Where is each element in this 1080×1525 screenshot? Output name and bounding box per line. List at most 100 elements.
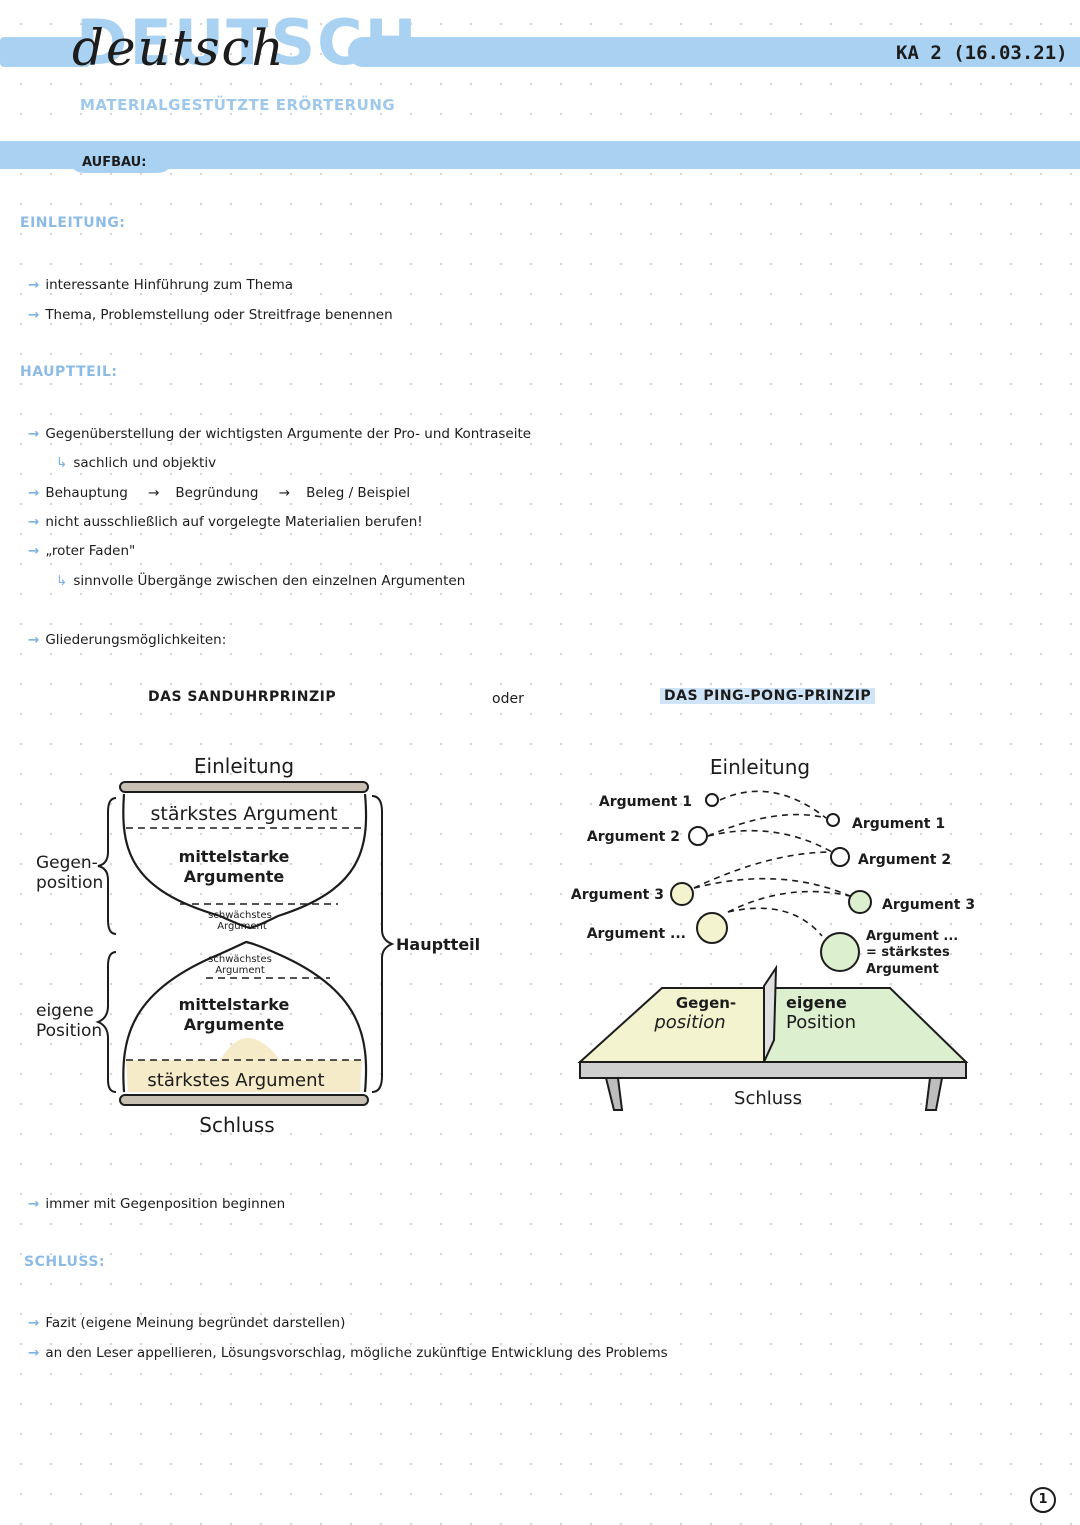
arrow-right-icon: → xyxy=(28,514,40,530)
ball-icon xyxy=(670,882,694,906)
einleitung-item: →Thema, Problemstellung oder Streitfrage… xyxy=(28,307,393,323)
pingpong-right-last-2: = stärkstes xyxy=(866,945,950,960)
hauptteil-brace xyxy=(371,795,395,1093)
pingpong-left-arg: Argument 3 xyxy=(571,887,664,903)
sanduhr-eigene-1: eigene xyxy=(36,1001,94,1021)
table-net xyxy=(763,964,778,1063)
schluss-heading: SCHLUSS: xyxy=(24,1254,105,1270)
sanduhr-title: DAS SANDUHRPRINZIP xyxy=(148,689,337,705)
pingpong-right-last-1: Argument ... xyxy=(866,929,958,944)
sanduhr-mid-top-1: mittelstarke xyxy=(179,847,290,866)
pingpong-title: DAS PING-PONG-PRINZIP xyxy=(660,688,876,704)
sand-pile xyxy=(220,1037,280,1060)
pingpong-right-arg: Argument 1 xyxy=(852,816,945,832)
arrow-return-icon: ↳ xyxy=(56,573,68,589)
hauptteil-item: →Gliederungsmöglichkeiten: xyxy=(28,632,227,648)
hourglass-upper-glass xyxy=(122,793,368,930)
pingpong-schluss: Schluss xyxy=(734,1088,802,1109)
aufbau-pill: AUFBAU: xyxy=(68,141,174,173)
table-leg xyxy=(604,1077,624,1111)
trajectory-line xyxy=(707,829,833,853)
arrow-right-icon: → xyxy=(28,1196,40,1212)
arrow-right-icon: → xyxy=(28,543,40,559)
hourglass-top-bar xyxy=(119,781,369,793)
pingpong-right-last-3: Argument xyxy=(866,962,939,977)
table-edge xyxy=(579,1061,967,1079)
sanduhr-eigene-2: Position xyxy=(36,1021,102,1041)
ball-icon xyxy=(848,890,872,914)
schluss-item: →an den Leser appellieren, Lösungsvorsch… xyxy=(28,1345,668,1361)
arrow-right-icon: → xyxy=(28,1345,40,1361)
trajectory-line xyxy=(693,851,833,889)
sanduhr-strong-top: stärkstes Argument xyxy=(150,803,337,825)
sanduhr-gegen-2: position xyxy=(36,873,103,893)
pingpong-left-arg: Argument ... xyxy=(587,926,686,942)
arrow-right-icon: → xyxy=(28,485,40,501)
aufbau-label: AUFBAU: xyxy=(82,155,147,170)
pingpong-left-arg: Argument 2 xyxy=(587,829,680,845)
ball-icon xyxy=(820,932,860,972)
arrow-return-icon: ↳ xyxy=(56,455,68,471)
trajectory-line xyxy=(693,877,851,897)
pingpong-gegen-2: position xyxy=(653,1012,725,1033)
ball-icon xyxy=(696,912,728,944)
sanduhr-strong-bot: stärkstes Argument xyxy=(147,1070,324,1091)
schluss-item: →Fazit (eigene Meinung begründet darstel… xyxy=(28,1315,346,1331)
trajectory-line xyxy=(727,890,851,913)
oder-label: oder xyxy=(492,691,524,707)
sanduhr-weak-top-2: Argument xyxy=(217,921,267,932)
hauptteil-item: →„roter Faden" xyxy=(28,543,136,559)
ball-icon xyxy=(826,813,840,827)
pingpong-eigene-2: Position xyxy=(786,1012,856,1033)
sanduhr-einleitung: Einleitung xyxy=(194,754,294,778)
sanduhr-weak-bot-1: schwächstes xyxy=(208,954,272,965)
pingpong-einleitung: Einleitung xyxy=(710,755,810,779)
hauptteil-heading: HAUPTTEIL: xyxy=(20,364,118,380)
eigene-position-brace xyxy=(95,951,117,1093)
sand-fill xyxy=(126,1060,362,1092)
arrow-right-icon: → xyxy=(28,632,40,648)
page-subtitle: MATERIALGESTÜTZTE ERÖRTERUNG xyxy=(80,96,396,114)
header-band-right xyxy=(348,37,1080,67)
hourglass-lower-glass xyxy=(122,940,368,1093)
hauptteil-item: →immer mit Gegenposition beginnen xyxy=(28,1196,286,1212)
sanduhr-mid-top-2: Argumente xyxy=(184,867,285,886)
pingpong-diagram: Einleitung Argument 1 Argument 2 Argumen… xyxy=(571,755,975,1111)
pingpong-gegen-1: Gegen- xyxy=(676,994,736,1012)
sanduhr-mid-bot-1: mittelstarke xyxy=(179,995,290,1014)
arrow-right-icon: → xyxy=(28,277,40,293)
sanduhr-weak-top-1: schwächstes xyxy=(208,910,272,921)
sanduhr-hauptteil: Hauptteil xyxy=(396,935,480,954)
gegenposition-brace xyxy=(97,797,117,935)
arrow-right-icon: → xyxy=(148,485,160,501)
ball-icon xyxy=(830,847,850,867)
sanduhr-weak-bot-2: Argument xyxy=(215,965,265,976)
aufbau-band xyxy=(0,141,1080,169)
arrow-right-icon: → xyxy=(28,426,40,442)
trajectory-line xyxy=(707,813,827,837)
header-band-left xyxy=(0,37,90,67)
ball-icon xyxy=(705,793,719,807)
einleitung-heading: EINLEITUNG: xyxy=(20,215,126,231)
hauptteil-subitem: ↳sachlich und objektiv xyxy=(56,455,217,471)
hauptteil-flow: →Behauptung →Begründung →Beleg / Beispie… xyxy=(28,485,411,501)
arrow-right-icon: → xyxy=(28,1315,40,1331)
trajectory-line xyxy=(719,790,827,819)
hourglass-bottom-bar xyxy=(119,1094,369,1106)
einleitung-item: →interessante Hinführung zum Thema xyxy=(28,277,294,293)
pingpong-right-arg: Argument 2 xyxy=(858,852,951,868)
arrow-right-icon: → xyxy=(28,307,40,323)
exam-date: KA 2 (16.03.21) xyxy=(896,42,1068,64)
pingpong-left-arg: Argument 1 xyxy=(599,794,692,810)
table-leg xyxy=(924,1077,944,1111)
hauptteil-subitem: ↳sinnvolle Übergänge zwischen den einzel… xyxy=(56,573,466,589)
sanduhr-schluss: Schluss xyxy=(199,1113,274,1137)
arrow-right-icon: → xyxy=(278,485,291,501)
pingpong-eigene-1: eigene xyxy=(786,993,847,1012)
sanduhr-mid-bot-2: Argumente xyxy=(184,1015,285,1034)
pingpong-right-arg: Argument 3 xyxy=(882,897,975,913)
sanduhr-diagram: Einleitung stärkstes Argument mittelstar… xyxy=(36,754,480,1137)
page-title-script: deutsch xyxy=(72,19,286,77)
hauptteil-item: →nicht ausschließlich auf vorgelegte Mat… xyxy=(28,514,423,530)
page-number: 1 xyxy=(1030,1487,1056,1513)
